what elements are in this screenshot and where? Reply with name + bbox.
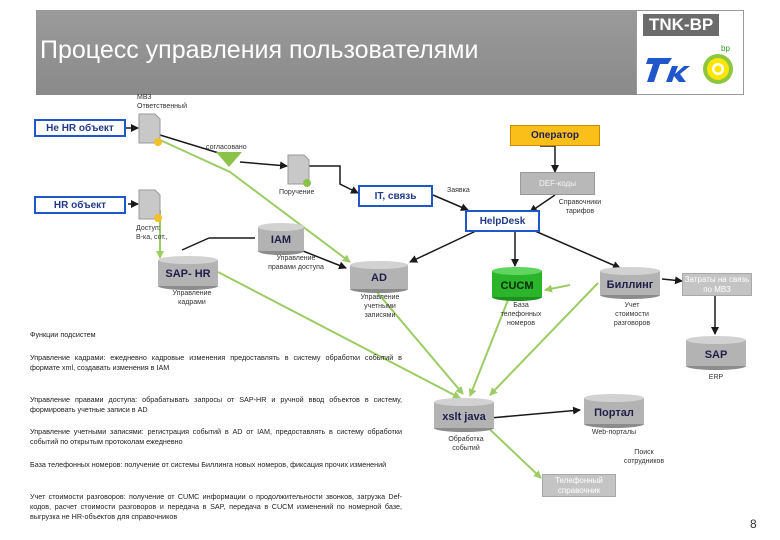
responsible-label: Ответственный	[137, 103, 187, 110]
functions-heading: Функции подсистем	[30, 330, 96, 339]
erp-label: ERP	[708, 374, 724, 381]
function-item-accounts: Управление учетными записями: регистраци…	[30, 427, 402, 446]
phone-numbers-db-label: База телефонных номеров	[500, 302, 542, 327]
page-title: Процесс управления пользователями	[40, 36, 479, 64]
sap-hr-database-icon	[158, 256, 218, 290]
phone-directory-box: Телефонный справочник	[542, 474, 616, 497]
ne-hr-object-box: Не HR объект	[34, 119, 126, 137]
event-processing-label: Обработка событий	[448, 436, 484, 452]
ad-database-icon	[350, 261, 408, 293]
def-codes-box: DEF-коды	[520, 172, 595, 195]
bp-helios-icon	[703, 54, 733, 84]
web-portals-label: Web-порталы	[591, 429, 637, 436]
document-icon-access	[138, 189, 162, 222]
costs-by-mvz-box: Затраты на связь по МВЗ	[682, 273, 752, 296]
approval-gate-icon	[216, 152, 242, 167]
xslt-java-database-icon	[434, 398, 494, 432]
helpdesk-box: HelpDesk	[465, 210, 540, 232]
accounts-management-label: Управление учетными записями	[360, 294, 400, 319]
cost-accounting-label: Учет стоимости разговоров	[613, 302, 651, 327]
tnk-logo-icon	[644, 52, 692, 86]
access-rights-label: Управление правами доступа	[268, 255, 324, 271]
operator-box: Оператор	[510, 125, 600, 146]
hr-management-label: Управление кадрами	[172, 290, 212, 306]
it-svyaz-box: IT, связь	[358, 185, 433, 207]
access-detail-label: В-ка, сот.,	[136, 234, 168, 241]
employee-search-label: Поиск сотрудников	[623, 449, 665, 465]
function-item-cost: Учет стоимости разговоров: получение от …	[30, 492, 402, 521]
hr-object-box: HR объект	[34, 196, 126, 214]
request-label: Заявка	[447, 187, 470, 194]
billing-database-icon	[600, 267, 660, 299]
tariff-refs-label: Справочники тарифов	[558, 199, 602, 215]
access-label: Доступ:	[136, 225, 161, 232]
iam-database-icon	[258, 223, 304, 255]
portal-database-icon	[584, 394, 644, 428]
approved-label: согласовано	[206, 144, 247, 151]
sap-database-icon	[686, 336, 746, 370]
document-icon-instruction	[287, 154, 311, 187]
function-item-hr: Управление кадрами: ежедневно кадровые и…	[30, 353, 402, 372]
document-icon-responsible	[138, 113, 162, 146]
function-item-numbers: База телефонных номеров: получение от си…	[30, 460, 387, 469]
header-bar	[36, 10, 744, 95]
tnk-bp-logo: TNK-BP	[643, 14, 720, 36]
instruction-label: Поручение	[279, 189, 315, 196]
function-item-access: Управление правами доступа: обрабатывать…	[30, 395, 402, 414]
page-number: 8	[750, 517, 757, 531]
cucm-database-icon	[492, 267, 542, 301]
mvz-label: МВЗ	[137, 94, 152, 101]
bp-wordmark: bp	[721, 44, 730, 53]
